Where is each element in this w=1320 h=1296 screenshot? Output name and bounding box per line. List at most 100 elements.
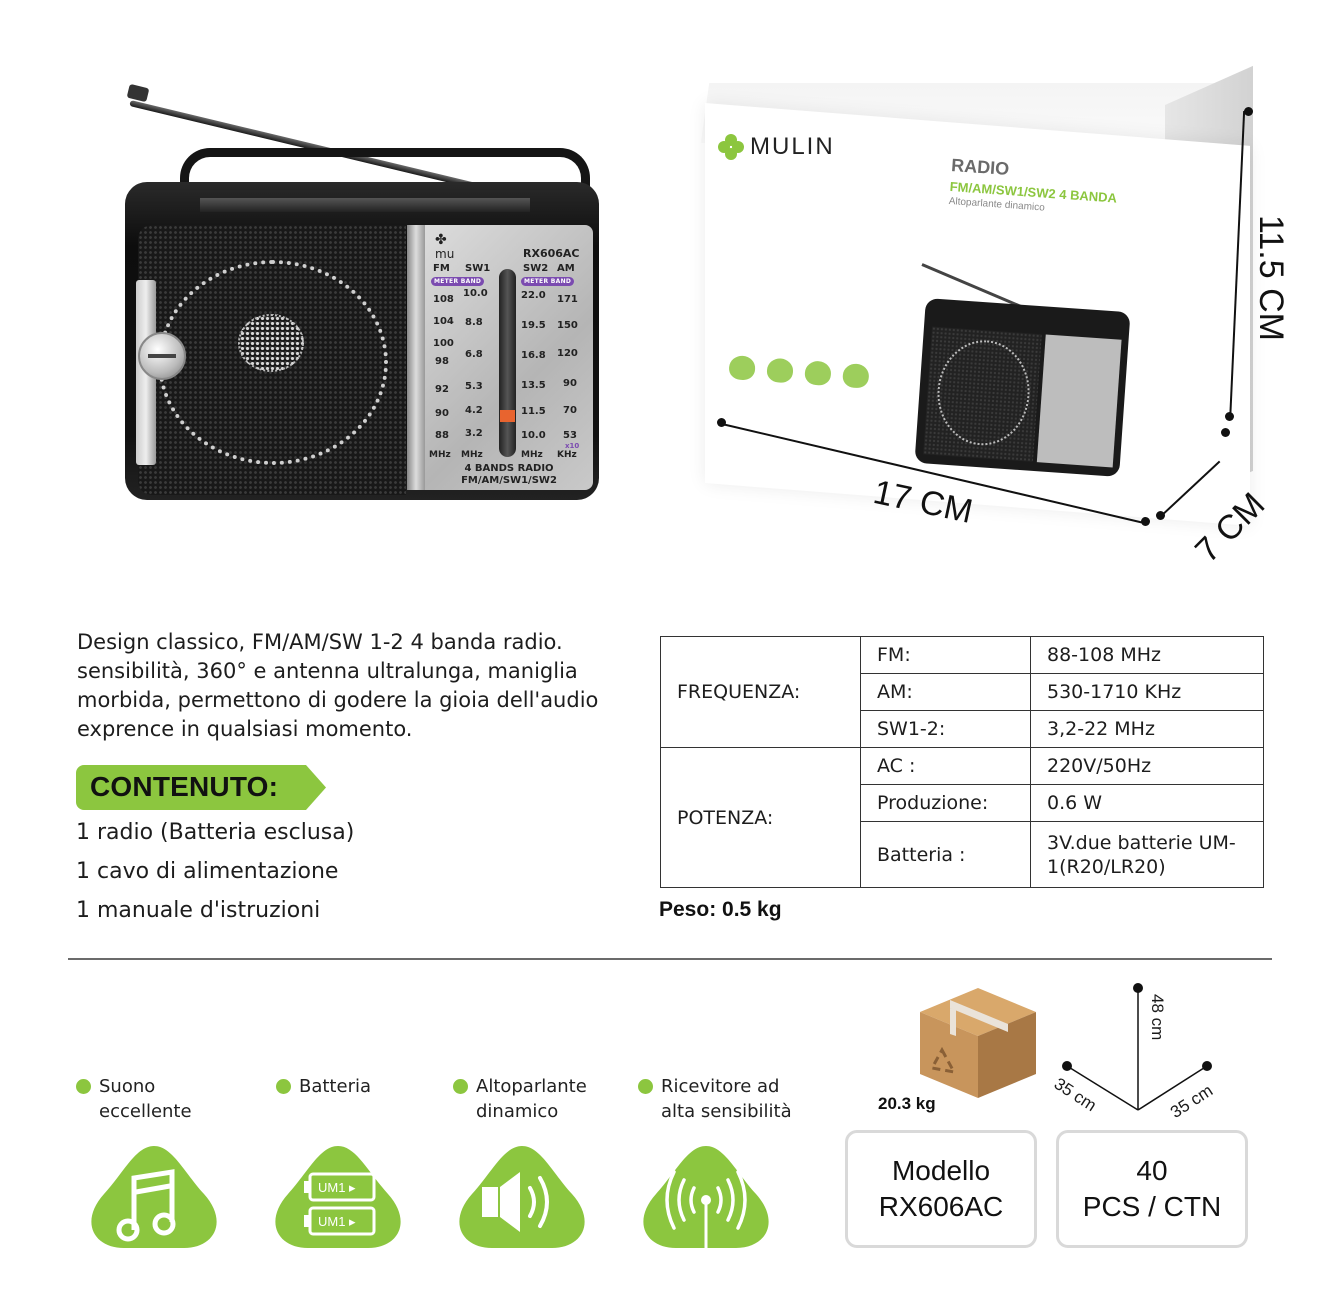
contents-item: 1 manuale d'istruzioni <box>76 898 321 923</box>
sw2-scale-19-5: 19.5 <box>521 320 546 331</box>
spec-key: FM: <box>860 636 1031 674</box>
tuning-knob <box>138 332 186 380</box>
fm-scale-98: 98 <box>435 356 449 367</box>
feature-label: Batteria <box>299 1076 371 1097</box>
svg-text:UM1 ▸: UM1 ▸ <box>318 1180 356 1195</box>
model-card: Modello RX606AC <box>845 1130 1037 1248</box>
fm-scale-88: 88 <box>435 430 449 441</box>
sw2-scale-10: 10.0 <box>521 430 546 441</box>
sw2-scale-13-5: 13.5 <box>521 380 546 391</box>
band-fm: FM <box>433 263 450 274</box>
feature-sound: Suono eccellente <box>76 1074 236 1124</box>
model-label: Modello <box>891 1155 991 1186</box>
sw2-scale-22: 22.0 <box>521 290 546 301</box>
am-multiplier: x10 <box>565 442 580 450</box>
music-note-icon <box>84 1142 224 1250</box>
feature-battery: Batteria <box>276 1074 436 1099</box>
spec-value: 3,2-22 MHz <box>1030 710 1264 748</box>
am-scale-150: 150 <box>557 320 578 331</box>
table-row: AM: 530-1710 KHz <box>661 673 1264 711</box>
clover-icon: ✤ <box>435 232 447 248</box>
am-scale-90: 90 <box>563 378 577 389</box>
feature-receiver: Ricevitore ad alta sensibilità <box>638 1074 818 1124</box>
spec-key: SW1-2: <box>860 710 1031 748</box>
fm-scale-104: 104 <box>433 316 454 327</box>
section-divider <box>68 958 1272 960</box>
sw2-scale-11-5: 11.5 <box>521 406 546 417</box>
am-scale-70: 70 <box>563 405 577 416</box>
contents-item: 1 cavo di alimentazione <box>76 859 339 884</box>
table-row: POTENZA: AC : 220V/50Hz <box>660 747 1264 888</box>
box-radio-image <box>914 298 1131 477</box>
sw1-scale-3-2: 3.2 <box>465 428 483 439</box>
sw1-scale-4-2: 4.2 <box>465 405 483 416</box>
dial-bottom-line1: 4 BANDS RADIO <box>464 463 554 474</box>
packaging-box-image: MULIN RADIO FM/AM/SW1/SW2 4 BANDA Altopa… <box>700 65 1300 570</box>
contents-heading: CONTENUTO: <box>90 771 279 802</box>
carton-box-icon <box>920 980 1040 1100</box>
dial-bottom-line2: FM/AM/SW1/SW2 <box>461 475 557 486</box>
radio-top-bar <box>200 198 530 212</box>
quantity-label: PCS / CTN <box>1082 1191 1222 1222</box>
quantity-card: 40 PCS / CTN <box>1056 1130 1248 1248</box>
spec-key: AC : <box>860 747 1031 785</box>
band-sw2: SW2 <box>523 263 549 274</box>
bullet-icon <box>638 1079 653 1094</box>
dial-model: RX606AC <box>523 247 580 260</box>
unit-fm: MHz <box>429 450 451 460</box>
antenna-tip <box>126 83 150 103</box>
feature-label: Ricevitore ad alta sensibilità <box>661 1076 792 1122</box>
sw1-scale-10: 10.0 <box>463 288 488 299</box>
speaker-icon <box>452 1142 592 1250</box>
carton-height-label: 48 cm <box>1148 994 1167 1041</box>
dim-dot <box>1221 428 1230 437</box>
spec-key: Batteria : <box>860 821 1031 888</box>
meter-band-right: METER BAND <box>521 277 575 286</box>
contents-badge: CONTENUTO: <box>76 765 326 810</box>
sw1-scale-6-8: 6.8 <box>465 349 483 360</box>
height-label: 11.5 CM <box>1252 215 1290 341</box>
dial-slot <box>499 269 516 457</box>
carton-weight: 20.3 kg <box>878 1094 936 1113</box>
brand-logo: MULIN <box>718 133 835 161</box>
sw1-scale-5-3: 5.3 <box>465 381 483 392</box>
radio-product-image: ✤ mu RX606AC FM SW1 SW2 AM METER BAND ME… <box>120 80 610 500</box>
table-row: SW1-2: 3,2-22 MHz <box>661 710 1264 748</box>
spec-key: AM: <box>860 673 1031 711</box>
sw1-scale-8-8: 8.8 <box>465 317 483 328</box>
tuning-needle <box>500 410 515 422</box>
dim-dot <box>717 418 726 427</box>
spec-group-label: FREQUENZA: <box>660 636 861 748</box>
am-scale-171: 171 <box>557 294 578 305</box>
fm-scale-92: 92 <box>435 384 449 395</box>
spec-value: 530-1710 KHz <box>1030 673 1264 711</box>
band-am: AM <box>557 263 575 274</box>
spec-value: 88-108 MHz <box>1030 636 1264 674</box>
brand-name: MULIN <box>750 133 835 160</box>
sw2-scale-16-8: 16.8 <box>521 350 546 361</box>
band-sw1: SW1 <box>465 263 491 274</box>
meter-band-left: METER BAND <box>431 277 485 286</box>
dial-brand-logo: ✤ mu <box>435 232 455 261</box>
dim-dot <box>1141 517 1150 526</box>
silver-strip <box>407 225 425 490</box>
spec-key: Produzione: <box>860 784 1031 822</box>
speaker-center <box>238 314 304 372</box>
dim-dot <box>1244 107 1253 116</box>
carton-dimensions-diagram: 48 cm 35 cm 35 cm <box>1051 978 1285 1128</box>
spec-value: 220V/50Hz <box>1030 747 1264 785</box>
product-weight: Peso: 0.5 kg <box>659 898 782 921</box>
product-description: Design classico, FM/AM/SW 1-2 4 banda ra… <box>77 630 599 741</box>
spec-value: 3V.due batterie UM-1(R20/LR20) <box>1030 821 1264 888</box>
feature-speaker: Altoparlante dinamico <box>453 1074 613 1124</box>
battery-icon: UM1 ▸ UM1 ▸ <box>268 1142 408 1250</box>
spec-group-label: POTENZA: <box>660 747 861 888</box>
unit-sw2: MHz <box>521 450 543 460</box>
bullet-icon <box>76 1079 91 1094</box>
spec-table: FREQUENZA: FM: 88-108 MHz AM: 530-1710 K… <box>660 636 1264 888</box>
quantity-value: 40 <box>1136 1155 1168 1186</box>
fm-scale-108: 108 <box>433 294 454 305</box>
feature-label: Altoparlante dinamico <box>476 1076 587 1122</box>
unit-sw1: MHz <box>461 450 483 460</box>
fm-scale-90: 90 <box>435 408 449 419</box>
